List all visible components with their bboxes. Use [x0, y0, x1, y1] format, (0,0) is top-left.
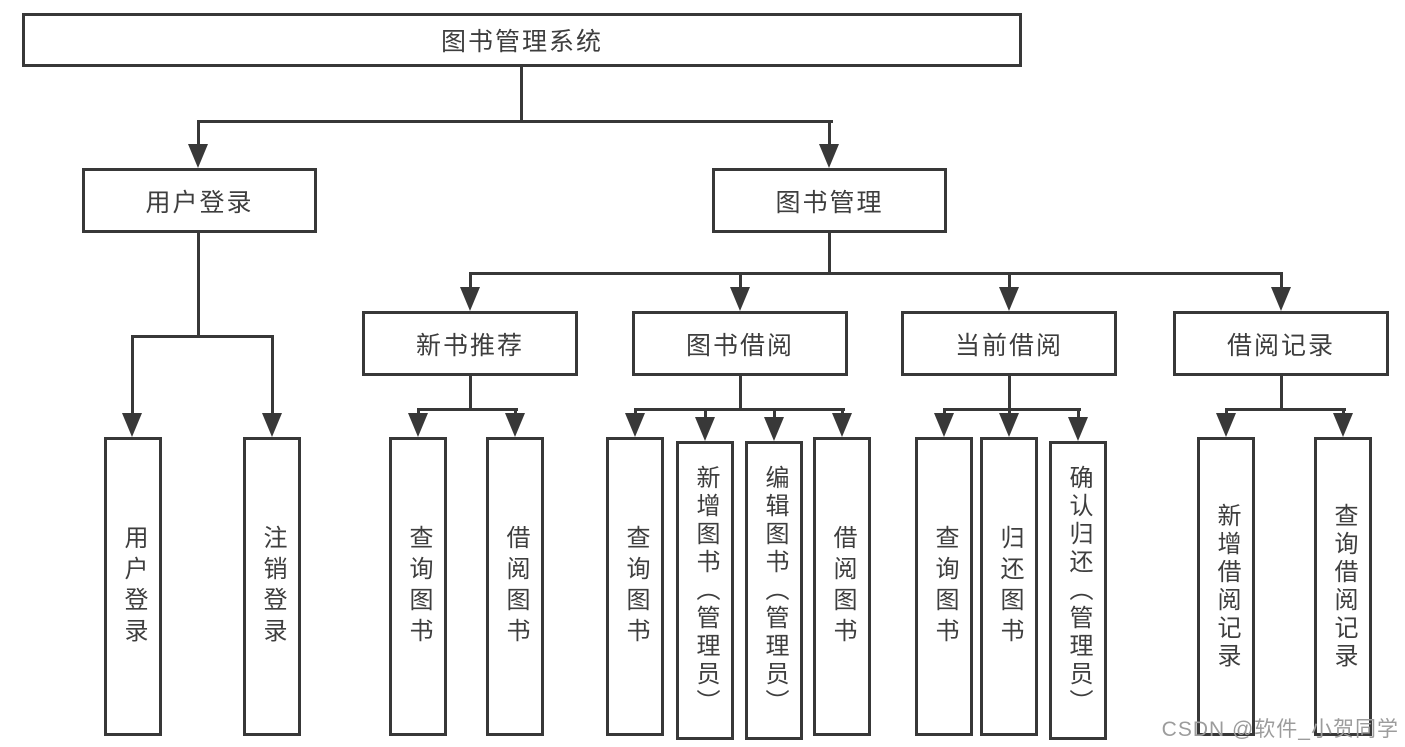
node-label: 新书推荐 — [415, 331, 524, 360]
connector-drop — [417, 408, 420, 416]
leaf-label: 借阅图书 — [829, 524, 856, 649]
connector-drop-current-borrowing — [1008, 272, 1011, 289]
connector-drop — [1342, 408, 1345, 416]
connector-book-borrowing-branch — [634, 408, 845, 411]
connector-drop — [1225, 408, 1228, 416]
leaf-edit-book-admin: 编辑图书（管理员） — [745, 441, 803, 740]
node-current-borrowing: 当前借阅 — [901, 311, 1117, 376]
arrowhead-down — [460, 287, 480, 311]
leaf-confirm-return-admin: 确认归还（管理员） — [1049, 441, 1107, 740]
arrowhead-down — [1271, 287, 1291, 311]
node-library-management-system: 图书管理系统 — [22, 13, 1022, 67]
leaf-label: 新增图书（管理员） — [692, 464, 719, 717]
leaf-label: 查询图书 — [931, 524, 958, 649]
arrowhead-down — [1068, 417, 1088, 441]
connector-borrowing-records-branch — [1225, 408, 1346, 411]
node-label: 借阅记录 — [1226, 331, 1335, 360]
connector-drop — [1077, 408, 1080, 418]
connector-drop — [514, 408, 517, 416]
node-user-login: 用户登录 — [82, 168, 317, 233]
connector-drop — [773, 408, 776, 418]
node-label: 图书管理系统 — [440, 28, 603, 56]
leaf-add-book-admin: 新增图书（管理员） — [676, 441, 734, 740]
node-new-book-recommendation: 新书推荐 — [362, 311, 578, 376]
arrowhead-down — [999, 413, 1019, 437]
connector-drop-book-borrowing — [739, 272, 742, 289]
connector-book-management-stub — [828, 233, 831, 274]
leaf-label: 归还图书 — [996, 524, 1023, 649]
leaf-label: 查询借阅记录 — [1330, 502, 1357, 671]
arrowhead-down — [764, 417, 784, 441]
arrowhead-down — [934, 413, 954, 437]
arrowhead-down — [1216, 413, 1236, 437]
leaf-borrow-books-recommend: 借阅图书 — [486, 437, 544, 736]
leaf-query-books-borrowing: 查询图书 — [606, 437, 664, 736]
connector-book-management-branch — [469, 272, 1283, 275]
connector-drop-user-login — [197, 120, 200, 146]
leaf-label: 查询图书 — [405, 524, 432, 649]
connector-current-borrowing-branch — [943, 408, 1081, 411]
arrowhead-down — [188, 144, 208, 168]
connector-borrowing-records-stub — [1280, 376, 1283, 410]
connector-root-stub — [520, 67, 523, 120]
node-borrowing-records: 借阅记录 — [1173, 311, 1389, 376]
leaf-label: 编辑图书（管理员） — [761, 464, 788, 717]
leaf-return-book: 归还图书 — [980, 437, 1038, 736]
arrowhead-down — [122, 413, 142, 437]
connector-drop — [634, 408, 637, 416]
watermark-text: CSDN @软件_小贺同学 — [1161, 718, 1399, 741]
node-label: 图书借阅 — [685, 331, 794, 360]
leaf-label: 确认归还（管理员） — [1065, 464, 1092, 717]
connector-current-borrowing-stub — [1008, 376, 1011, 410]
connector-drop-leaf-user-login — [131, 335, 134, 415]
leaf-label: 用户登录 — [120, 524, 147, 649]
leaf-label: 借阅图书 — [502, 524, 529, 649]
connector-drop — [1008, 408, 1011, 416]
leaf-label: 查询图书 — [622, 524, 649, 649]
node-book-borrowing: 图书借阅 — [632, 311, 848, 376]
node-label: 用户登录 — [145, 188, 254, 217]
leaf-add-borrow-record: 新增借阅记录 — [1197, 437, 1255, 736]
leaf-user-login: 用户登录 — [104, 437, 162, 736]
arrowhead-down — [999, 287, 1019, 311]
arrowhead-down — [625, 413, 645, 437]
arrowhead-down — [695, 417, 715, 441]
connector-drop — [704, 408, 707, 418]
arrowhead-down — [1333, 413, 1353, 437]
arrowhead-down — [408, 413, 428, 437]
leaf-query-books-recommend: 查询图书 — [389, 437, 447, 736]
connector-drop-leaf-logout — [271, 335, 274, 415]
connector-user-login-stub — [197, 233, 200, 335]
connector-book-borrowing-stub — [739, 376, 742, 410]
leaf-query-borrow-record: 查询借阅记录 — [1314, 437, 1372, 736]
connector-root-branch — [197, 120, 833, 123]
arrowhead-down — [730, 287, 750, 311]
connector-new-book-stub — [469, 376, 472, 410]
connector-user-login-branch — [131, 335, 274, 338]
leaf-logout: 注销登录 — [243, 437, 301, 736]
leaf-query-books-current: 查询图书 — [915, 437, 973, 736]
connector-drop-book-management — [828, 120, 831, 146]
connector-drop — [841, 408, 844, 416]
node-label: 图书管理 — [775, 188, 884, 217]
leaf-label: 注销登录 — [259, 524, 286, 649]
arrowhead-down — [819, 144, 839, 168]
connector-drop — [943, 408, 946, 416]
arrowhead-down — [832, 413, 852, 437]
node-book-management: 图书管理 — [712, 168, 947, 233]
connector-drop-new-book-recommendation — [469, 272, 472, 289]
connector-new-book-branch — [417, 408, 518, 411]
connector-drop-borrowing-records — [1280, 272, 1283, 289]
node-label: 当前借阅 — [954, 331, 1063, 360]
leaf-borrow-books-borrowing: 借阅图书 — [813, 437, 871, 736]
leaf-label: 新增借阅记录 — [1213, 502, 1240, 671]
arrowhead-down — [505, 413, 525, 437]
arrowhead-down — [262, 413, 282, 437]
